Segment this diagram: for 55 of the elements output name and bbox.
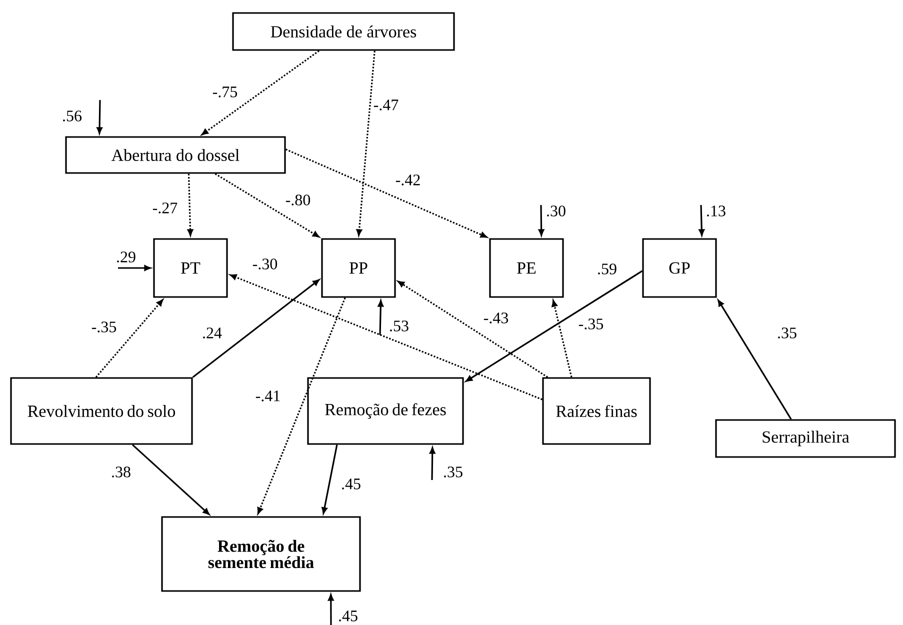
edge-label: .35 [776, 326, 798, 340]
edge-label: -.80 [284, 194, 312, 206]
edge-label: -.35 [577, 318, 605, 330]
edge-label: -.30 [251, 258, 279, 270]
arrow [192, 279, 320, 378]
variable-box: Serrapilheira [715, 419, 896, 458]
variable-box: GP [642, 238, 717, 298]
edge-label: -.42 [394, 174, 422, 186]
arrow [95, 299, 164, 378]
edge-label: .13 [705, 204, 727, 218]
arrow [466, 270, 643, 382]
edge-label: -.43 [482, 312, 510, 324]
variable-box: PE [489, 238, 564, 298]
edge-label: .56 [61, 110, 83, 122]
arrow [718, 300, 792, 420]
arrow [285, 148, 488, 238]
edge-label: -.35 [90, 320, 118, 334]
arrow [230, 274, 542, 400]
edge-label: .24 [201, 326, 223, 340]
edge-label: .38 [110, 466, 132, 478]
arrow [538, 205, 544, 236]
variable-box: Raízes finas [542, 377, 651, 445]
arrow [552, 300, 572, 378]
arrow [118, 265, 151, 271]
variable-box: Revolvimento do solo [10, 377, 193, 445]
edge-label: .53 [388, 320, 410, 332]
edge-label: -.27 [151, 202, 179, 214]
edge-label: .59 [596, 262, 618, 276]
edge-label: -.47 [372, 98, 400, 112]
arrow [322, 444, 338, 514]
arrow [356, 50, 376, 236]
arrow [202, 50, 320, 136]
variable-box: PT [153, 238, 228, 298]
variable-box: Densidade de árvores [232, 12, 455, 51]
arrow [698, 204, 705, 236]
variable-box: Abertura do dossel [65, 136, 286, 174]
arrow [328, 594, 334, 625]
edge-label: -.75 [211, 86, 239, 98]
arrow [430, 447, 436, 480]
arrow [378, 300, 384, 336]
edge-label: -.41 [254, 390, 282, 402]
arrow [257, 298, 346, 514]
variable-box: Remoção de semente média [161, 516, 361, 592]
arrow [214, 173, 320, 238]
variable-box: PP [321, 238, 396, 298]
edge-label: .30 [545, 204, 567, 218]
edge-label: .45 [337, 610, 359, 622]
edge-label: .29 [115, 250, 137, 264]
variable-box: Remoção de fezes [307, 377, 464, 445]
edge-label: .45 [340, 478, 362, 490]
arrow [187, 174, 194, 236]
arrow [398, 280, 548, 378]
edge-label: .35 [442, 466, 464, 478]
arrow [96, 100, 102, 134]
arrow [132, 444, 210, 515]
